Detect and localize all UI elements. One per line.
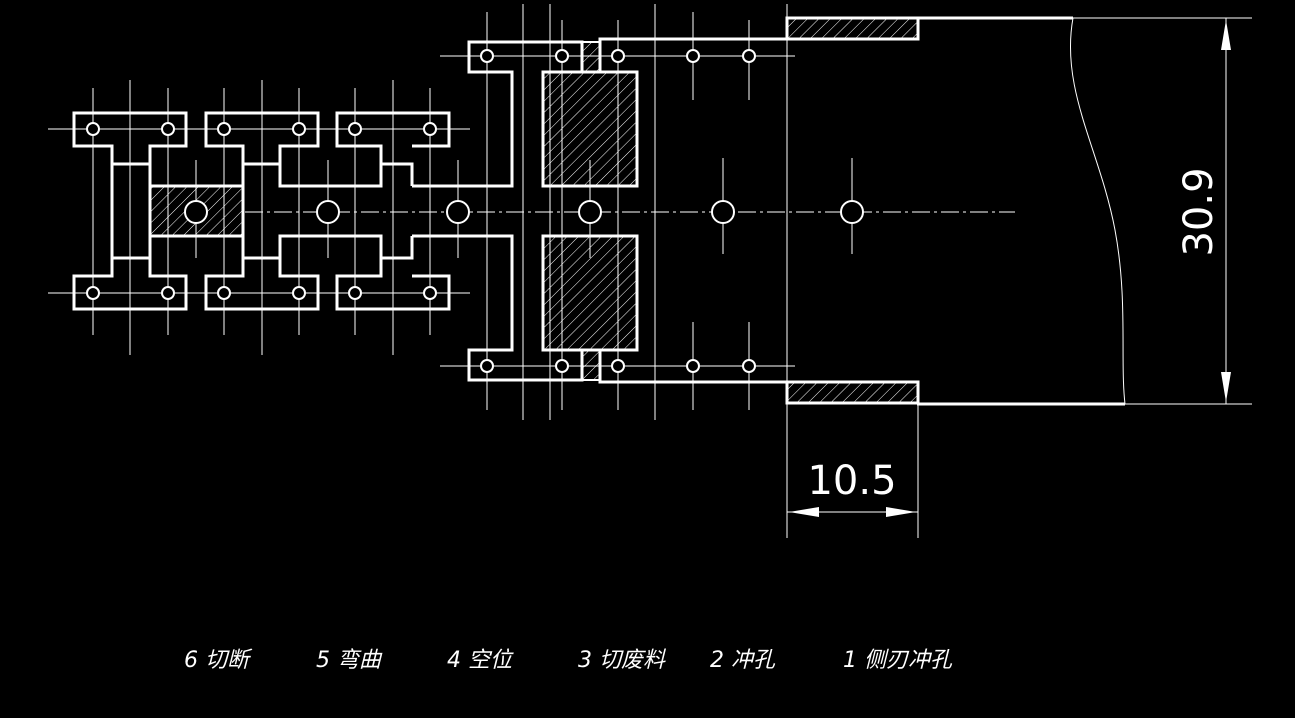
- station-label-3: 3 切废料: [578, 648, 667, 673]
- punched-hole-icon: [578, 200, 602, 224]
- pilot-hole-icon: [611, 49, 625, 63]
- center-holes: [316, 200, 864, 224]
- station-label-2: 2 冲孔: [710, 648, 776, 673]
- pilot-hole-icon: [742, 49, 756, 63]
- part-hole-icon: [161, 286, 175, 300]
- station-6-part: [72, 111, 245, 311]
- part-hole-icon: [292, 286, 306, 300]
- station-4-part: [335, 111, 451, 311]
- station-label-5: 5 弯曲: [316, 648, 383, 673]
- pilot-hole-icon: [480, 49, 494, 63]
- step-dimension-text: 10.5: [807, 458, 896, 504]
- station-labels: 6 切断 5 弯曲 4 空位 3 切废料 2 冲孔 1 侧刃冲孔: [184, 648, 953, 673]
- pilot-hole-icon: [742, 359, 756, 373]
- punched-hole-icon: [184, 200, 208, 224]
- waste-notch-bottom: [581, 349, 601, 381]
- part-hole-icon: [423, 122, 437, 136]
- punched-hole-icon: [446, 200, 470, 224]
- break-line: [1069, 17, 1126, 405]
- pilot-hole-icon: [480, 359, 494, 373]
- pilot-hole-icon: [686, 49, 700, 63]
- pilot-holes: [480, 49, 756, 373]
- pilot-hole-icon: [611, 359, 625, 373]
- waste-notch-top: [581, 41, 601, 73]
- pilot-hole-icon: [555, 49, 569, 63]
- part-hole-icon: [423, 286, 437, 300]
- raw-strip: [917, 16, 1126, 406]
- part-hole-icon: [217, 122, 231, 136]
- part-hole-icon: [217, 286, 231, 300]
- side-cut-waste-top: [785, 16, 920, 41]
- punched-hole-icon: [711, 200, 735, 224]
- pilot-hole-icon: [686, 359, 700, 373]
- station-label-1: 1 侧刃冲孔: [843, 648, 953, 673]
- pilot-hole-icon: [555, 359, 569, 373]
- part-hole-icon: [348, 286, 362, 300]
- part-hole-icon: [86, 122, 100, 136]
- station-label-4: 4 空位: [447, 648, 514, 673]
- side-cut-waste-bottom: [785, 380, 920, 405]
- part-hole-icon: [161, 122, 175, 136]
- punched-hole-icon: [840, 200, 864, 224]
- dimension-width: 30.9: [1073, 17, 1252, 405]
- dimension-step: 10.5: [786, 404, 919, 538]
- station-5-part: [204, 111, 383, 311]
- part-hole-icon: [348, 122, 362, 136]
- part-holes: [86, 122, 437, 300]
- part-hole-icon: [292, 122, 306, 136]
- punched-hole-icon: [316, 200, 340, 224]
- station-label-6: 6 切断: [184, 648, 253, 673]
- part-hole-icon: [86, 286, 100, 300]
- width-dimension-text: 30.9: [1176, 167, 1222, 256]
